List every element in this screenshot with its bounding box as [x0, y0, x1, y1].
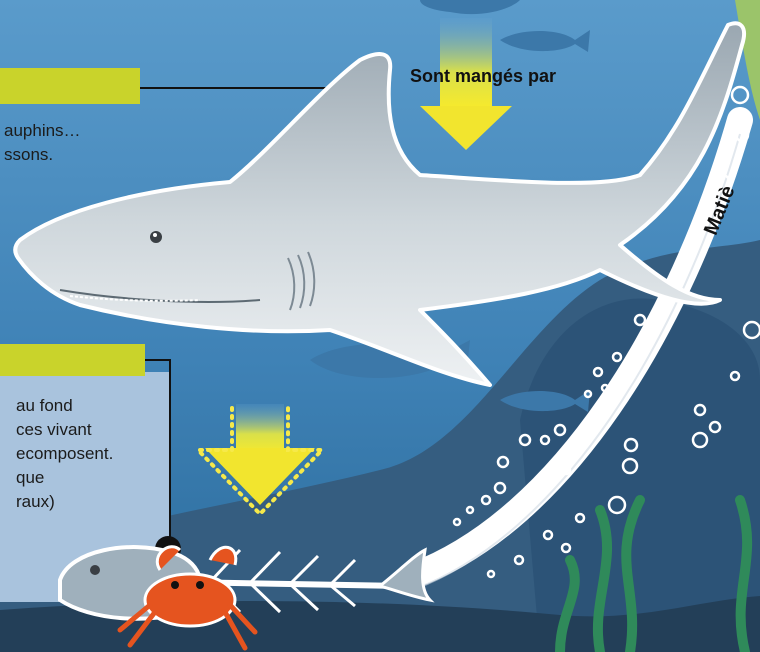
bottom-label-bar — [0, 344, 145, 376]
bottom-card-text: au fond ces vivant ecomposent. que raux) — [0, 395, 170, 555]
top-card-line-1: auphins… — [4, 120, 81, 142]
bottom-card-line-2: ces vivant — [16, 419, 92, 441]
bottom-card-line-1: au fond — [16, 395, 73, 417]
top-card-text: auphins… ssons. — [0, 120, 160, 180]
bottom-card-line-3: ecomposent. — [16, 443, 113, 465]
bottom-card-line-5: raux) — [16, 491, 55, 513]
top-card-line-2: ssons. — [4, 144, 53, 166]
eaten-by-label: Sont mangés par — [410, 66, 556, 87]
bottom-card-line-4: que — [16, 467, 44, 489]
top-label-bar — [0, 68, 140, 104]
shark-eye — [150, 231, 162, 243]
